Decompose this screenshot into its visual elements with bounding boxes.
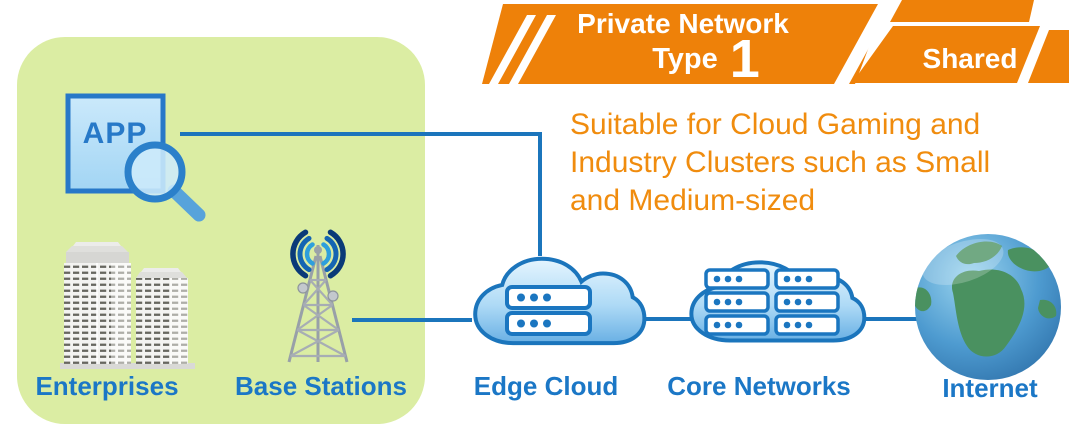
banner-slash-divider xyxy=(834,4,893,84)
banner-stripe-icon xyxy=(509,15,556,84)
description-line: Suitable for Cloud Gaming and xyxy=(570,108,981,141)
banner-stripe-icon xyxy=(489,15,536,84)
cloud-server-rack-icon xyxy=(691,262,864,340)
radio-tower-icon xyxy=(287,229,349,363)
server-icon xyxy=(505,285,592,336)
description-line: Industry Clusters such as Small xyxy=(570,146,991,179)
internet-label: Internet xyxy=(942,373,1038,403)
edge-cloud-label: Edge Cloud xyxy=(473,371,619,401)
banner-type-number: 1 xyxy=(729,29,760,89)
banner-ribbon xyxy=(482,0,1069,84)
globe-icon xyxy=(915,234,1061,380)
cloud-servers-icon xyxy=(475,259,644,343)
core-networks-label: Core Networks xyxy=(667,371,851,401)
banner-shared-tab xyxy=(852,26,1040,83)
server-icon xyxy=(704,268,840,336)
magnifier-icon xyxy=(124,141,206,222)
banner-type-line: Type 1 xyxy=(652,29,760,89)
description-text: Suitable for Cloud Gaming and Industry C… xyxy=(570,106,990,220)
office-buildings-icon xyxy=(60,242,195,369)
connector-app-to-edge-cloud xyxy=(180,132,542,256)
enterprises-label: Enterprises xyxy=(35,371,179,401)
description-line: and Medium-sized xyxy=(570,184,816,217)
wifi-signal-icon xyxy=(290,229,346,279)
banner-shared-tag: Shared xyxy=(922,43,1018,74)
base-stations-label: Base Stations xyxy=(235,371,407,401)
banner-title: Private Network xyxy=(577,8,789,39)
app-icon-label: APP xyxy=(82,117,148,150)
banner-top-band xyxy=(890,0,1034,22)
banner-edge-piece xyxy=(1028,30,1069,83)
banner-type-label: Type xyxy=(652,43,718,75)
